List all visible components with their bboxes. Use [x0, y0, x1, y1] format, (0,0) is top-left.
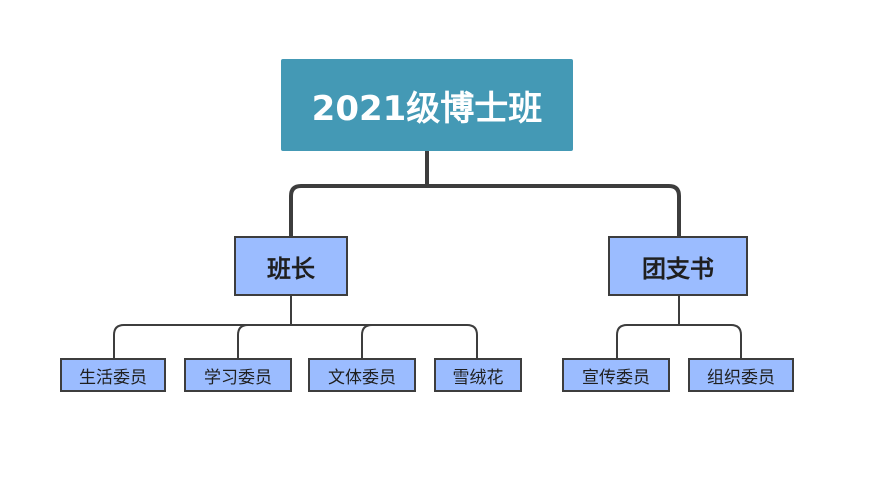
- branch-node-tuanzhishu: 团支书: [608, 236, 748, 296]
- tuanzhishu-children-connector: [616, 296, 742, 358]
- leaf-node-xuexi: 学习委员: [184, 358, 292, 392]
- root-node: 2021级博士班: [281, 59, 573, 151]
- leaf-node-zuzhi: 组织委员: [688, 358, 794, 392]
- root-to-branch-connector: [289, 149, 681, 238]
- branch-node-banzhang: 班长: [234, 236, 348, 296]
- banzhang-children-connector: [113, 296, 478, 358]
- leaf-node-xuanchuan: 宣传委员: [562, 358, 670, 392]
- leaf-node-xuerong: 雪绒花: [434, 358, 522, 392]
- leaf-node-wenti: 文体委员: [308, 358, 416, 392]
- leaf-node-shenghuo: 生活委员: [60, 358, 166, 392]
